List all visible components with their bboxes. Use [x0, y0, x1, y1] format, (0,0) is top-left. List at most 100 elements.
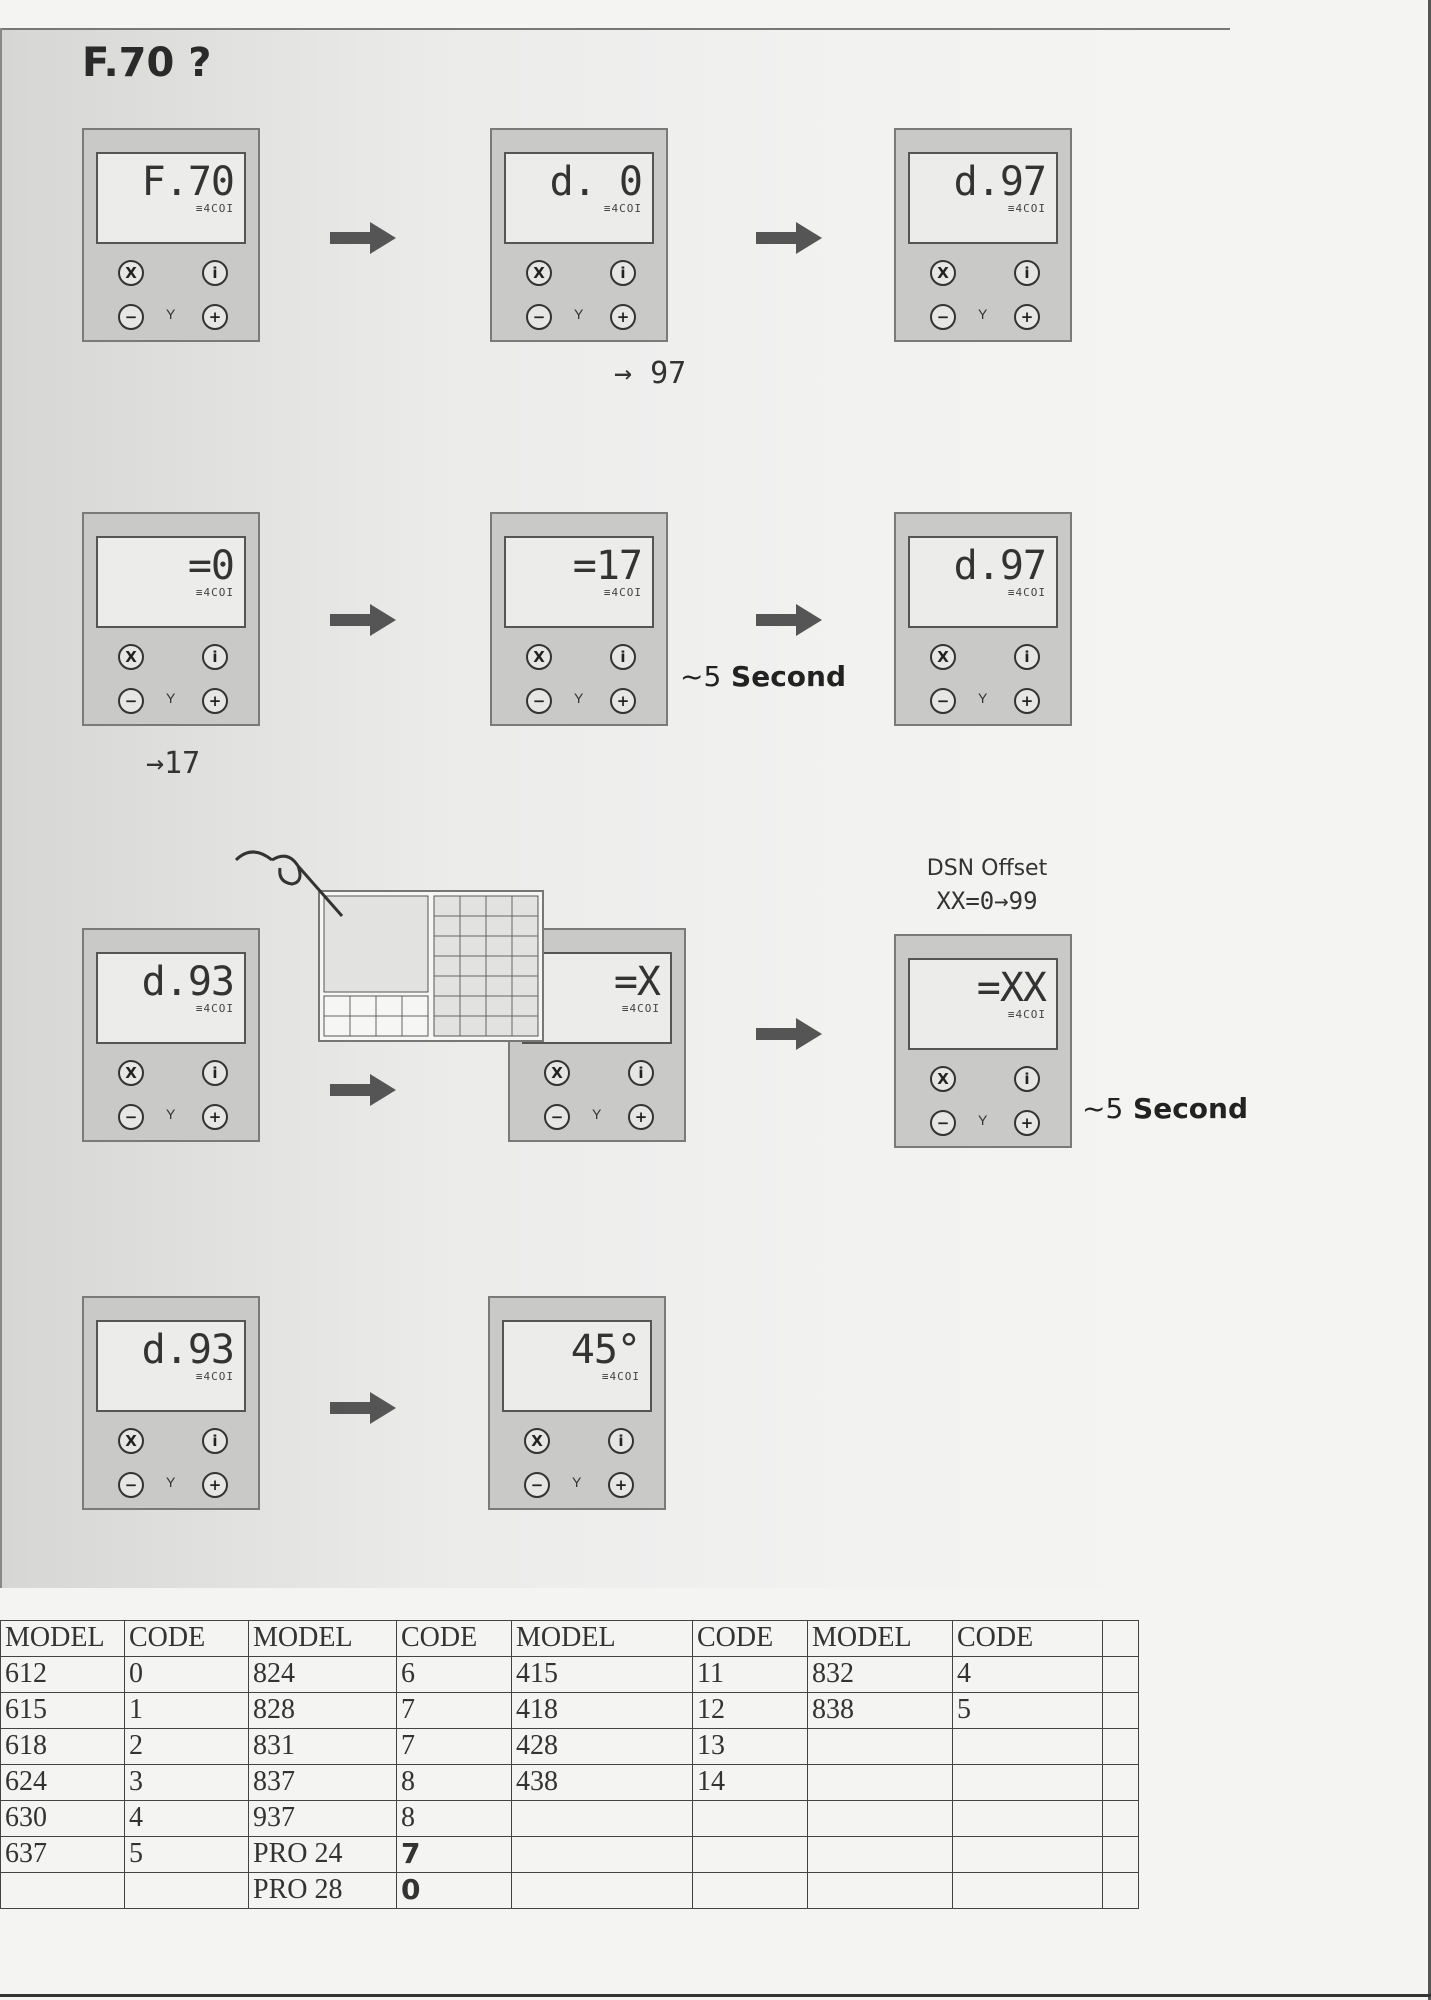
info-button[interactable]: i	[202, 1060, 228, 1086]
lcd-indicators: ≡4COI	[603, 586, 642, 599]
plus-button[interactable]: +	[610, 304, 636, 330]
table-cell: 428	[511, 1728, 693, 1765]
lcd-screen: d.93≡4COI	[96, 1320, 246, 1412]
table-cell: 6	[396, 1656, 512, 1693]
middle-symbol: Y	[166, 1474, 176, 1490]
table-cell: 828	[248, 1692, 397, 1729]
info-button[interactable]: i	[1014, 1066, 1040, 1092]
table-cell	[1102, 1692, 1139, 1729]
mode-button[interactable]: X	[118, 644, 144, 670]
hold-5-seconds-label: ~5 Second	[1082, 1092, 1248, 1125]
lcd-value: =X	[613, 959, 661, 1005]
table-cell: 12	[692, 1692, 808, 1729]
lcd-indicators: ≡4COI	[621, 1002, 660, 1015]
table-cell: 612	[0, 1656, 125, 1693]
table-cell	[807, 1764, 953, 1801]
minus-button[interactable]: −	[544, 1104, 570, 1130]
plus-button[interactable]: +	[1014, 304, 1040, 330]
minus-button[interactable]: −	[526, 688, 552, 714]
minus-button[interactable]: −	[118, 1472, 144, 1498]
table-cell: 8	[396, 1764, 512, 1801]
mode-button[interactable]: X	[544, 1060, 570, 1086]
mode-button[interactable]: X	[118, 1428, 144, 1454]
glasses-icon	[234, 850, 344, 917]
minus-button[interactable]: −	[524, 1472, 550, 1498]
lcd-screen: =0≡4COI	[96, 536, 246, 628]
mode-button[interactable]: X	[524, 1428, 550, 1454]
minus-button[interactable]: −	[930, 304, 956, 330]
middle-symbol: Y	[978, 690, 988, 706]
right-arrow-icon	[330, 222, 396, 254]
right-arrow-icon	[330, 604, 396, 636]
table-cell: 615	[0, 1692, 125, 1729]
info-button[interactable]: i	[202, 1428, 228, 1454]
middle-symbol: Y	[978, 306, 988, 322]
info-button[interactable]: i	[628, 1060, 654, 1086]
table-cell	[124, 1872, 249, 1909]
lcd-screen: 45°≡4COI	[502, 1320, 652, 1412]
lcd-screen: F.70≡4COI	[96, 152, 246, 244]
table-cell: 418	[511, 1692, 693, 1729]
info-button[interactable]: i	[610, 260, 636, 286]
info-button[interactable]: i	[202, 644, 228, 670]
info-button[interactable]: i	[1014, 644, 1040, 670]
plus-button[interactable]: +	[608, 1472, 634, 1498]
table-cell: 4	[952, 1656, 1103, 1693]
table-cell	[807, 1836, 953, 1873]
mode-button[interactable]: X	[930, 644, 956, 670]
plus-button[interactable]: +	[202, 1104, 228, 1130]
minus-button[interactable]: −	[118, 1104, 144, 1130]
middle-symbol: Y	[572, 1474, 582, 1490]
lcd-indicators: ≡4COI	[1007, 202, 1046, 215]
minus-button[interactable]: −	[526, 304, 552, 330]
plus-button[interactable]: +	[1014, 1110, 1040, 1136]
mode-button[interactable]: X	[118, 260, 144, 286]
left-rule	[0, 28, 2, 1588]
plus-button[interactable]: +	[628, 1104, 654, 1130]
dsn-offset-note: DSN Offset XX=0→99	[912, 856, 1062, 915]
mode-button[interactable]: X	[118, 1060, 144, 1086]
table-header-cell: CODE	[124, 1620, 249, 1657]
dsn-offset-title: DSN Offset	[926, 856, 1048, 881]
lcd-screen: d. 0≡4COI	[504, 152, 654, 244]
table-cell: 0	[396, 1872, 512, 1909]
lcd-indicators: ≡4COI	[195, 202, 234, 215]
dsn-offset-range: XX=0→99	[936, 887, 1038, 915]
minus-button[interactable]: −	[930, 688, 956, 714]
reference-card-illustration	[318, 890, 544, 1042]
info-button[interactable]: i	[610, 644, 636, 670]
table-cell	[1102, 1728, 1139, 1765]
plus-button[interactable]: +	[202, 688, 228, 714]
mode-button[interactable]: X	[930, 1066, 956, 1092]
plus-button[interactable]: +	[610, 688, 636, 714]
minus-button[interactable]: −	[118, 304, 144, 330]
mode-button[interactable]: X	[930, 260, 956, 286]
plus-button[interactable]: +	[1014, 688, 1040, 714]
top-rule	[0, 28, 1230, 30]
table-cell	[692, 1872, 808, 1909]
table-cell: 831	[248, 1728, 397, 1765]
lcd-indicators: ≡4COI	[601, 1370, 640, 1383]
table-header-cell: MODEL	[248, 1620, 397, 1657]
plus-button[interactable]: +	[202, 304, 228, 330]
mode-button[interactable]: X	[526, 644, 552, 670]
minus-button[interactable]: −	[118, 688, 144, 714]
table-header-cell	[1102, 1620, 1139, 1657]
info-button[interactable]: i	[202, 260, 228, 286]
plus-button[interactable]: +	[202, 1472, 228, 1498]
minus-button[interactable]: −	[930, 1110, 956, 1136]
table-header-cell: MODEL	[807, 1620, 953, 1657]
page-title: F.70 ?	[82, 40, 212, 86]
table-cell	[952, 1800, 1103, 1837]
table-cell: 5	[124, 1836, 249, 1873]
info-button[interactable]: i	[1014, 260, 1040, 286]
info-button[interactable]: i	[608, 1428, 634, 1454]
middle-symbol: Y	[166, 1106, 176, 1122]
mode-button[interactable]: X	[526, 260, 552, 286]
